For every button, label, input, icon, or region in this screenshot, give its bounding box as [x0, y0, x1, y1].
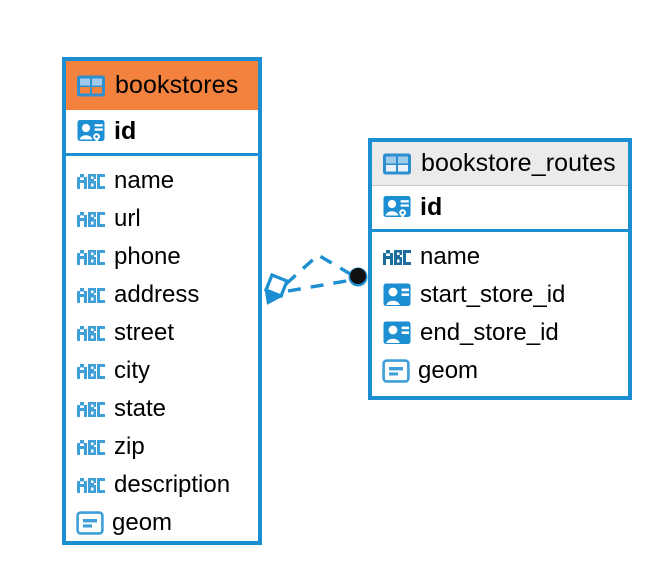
- table-grid-icon: [382, 152, 412, 176]
- entity-table-bookstore-routes[interactable]: bookstore_routes id: [368, 138, 632, 400]
- text-type-icon: [76, 286, 106, 304]
- field-list: name start_store_id: [372, 232, 628, 398]
- field-label: street: [114, 319, 175, 346]
- field-row[interactable]: url: [66, 200, 258, 238]
- field-row[interactable]: phone: [66, 238, 258, 276]
- text-type-icon: [76, 400, 106, 418]
- field-label: name: [114, 167, 175, 194]
- relationship-line-upper: [284, 252, 353, 286]
- field-list: name url: [66, 156, 258, 550]
- field-label: phone: [114, 243, 181, 270]
- text-type-icon: [76, 362, 106, 380]
- primary-key-icon: [76, 117, 106, 147]
- primary-key-row[interactable]: id: [372, 186, 628, 232]
- text-type-icon: [76, 210, 106, 228]
- field-row[interactable]: street: [66, 314, 258, 352]
- entity-title: bookstores: [115, 71, 239, 99]
- field-row[interactable]: end_store_id: [372, 314, 628, 352]
- primary-key-icon: [382, 193, 412, 223]
- field-row[interactable]: zip: [66, 428, 258, 466]
- field-label: city: [114, 357, 150, 384]
- primary-key-label: id: [114, 117, 137, 145]
- text-type-icon: [76, 172, 106, 190]
- geometry-type-icon: [382, 358, 410, 384]
- field-row[interactable]: city: [66, 352, 258, 390]
- field-row[interactable]: geom: [66, 504, 258, 542]
- field-label: start_store_id: [420, 281, 566, 308]
- entity-table-bookstores[interactable]: bookstores id: [62, 57, 262, 545]
- field-label: url: [114, 205, 141, 232]
- geometry-type-icon: [76, 510, 104, 536]
- text-type-icon: [76, 438, 106, 456]
- field-row[interactable]: name: [66, 162, 258, 200]
- primary-key-label: id: [420, 193, 443, 221]
- field-label: geom: [112, 509, 173, 536]
- relationship-line-lower: [287, 278, 353, 293]
- field-label: name: [420, 243, 481, 270]
- text-type-icon: [76, 324, 106, 342]
- field-row[interactable]: name: [372, 238, 628, 276]
- field-label: geom: [418, 357, 479, 384]
- primary-key-row[interactable]: id: [66, 110, 258, 156]
- text-type-icon: [76, 476, 106, 494]
- field-row[interactable]: geom: [372, 352, 628, 390]
- field-label: end_store_id: [420, 319, 559, 346]
- entity-header[interactable]: bookstores: [66, 61, 258, 110]
- field-row[interactable]: description: [66, 466, 258, 504]
- text-type-icon: [382, 248, 412, 266]
- table-grid-icon: [76, 74, 106, 98]
- foreign-key-icon: [382, 281, 412, 309]
- foreign-key-icon: [382, 319, 412, 347]
- field-label: address: [114, 281, 200, 308]
- filled-circle-endpoint-icon: [348, 267, 368, 287]
- field-label: state: [114, 395, 167, 422]
- field-label: zip: [114, 433, 145, 460]
- field-label: description: [114, 471, 231, 498]
- text-type-icon: [76, 248, 106, 266]
- field-row[interactable]: state: [66, 390, 258, 428]
- field-row[interactable]: start_store_id: [372, 276, 628, 314]
- field-row[interactable]: address: [66, 276, 258, 314]
- diamond-marker-icon: [263, 272, 290, 305]
- entity-header[interactable]: bookstore_routes: [372, 142, 628, 186]
- entity-title: bookstore_routes: [421, 149, 616, 177]
